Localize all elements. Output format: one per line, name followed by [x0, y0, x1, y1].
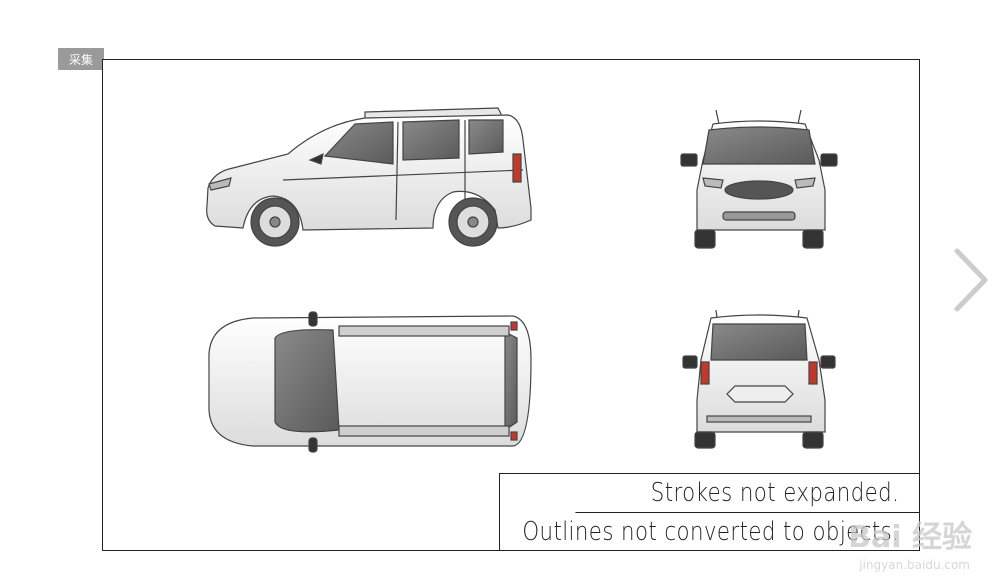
- collect-button[interactable]: 采集: [58, 48, 104, 70]
- watermark-brand: Bai 经验: [848, 520, 972, 555]
- caption-line-strokes: Strokes not expanded.: [650, 478, 900, 508]
- watermark-url: jingyan.baidu.com: [859, 558, 970, 572]
- chevron-right-icon[interactable]: [945, 245, 995, 315]
- van-front-view: [680, 109, 838, 249]
- van-side-view: [206, 107, 532, 247]
- caption-line-outlines: Outlines not converted to objects.: [522, 512, 919, 550]
- van-blueprint-illustration: [206, 107, 838, 453]
- van-rear-view: [682, 309, 836, 449]
- blueprint-frame: Strokes not expanded. Outlines not conve…: [102, 59, 920, 551]
- van-top-view: [208, 311, 532, 453]
- caption-box: Strokes not expanded. Outlines not conve…: [499, 473, 919, 550]
